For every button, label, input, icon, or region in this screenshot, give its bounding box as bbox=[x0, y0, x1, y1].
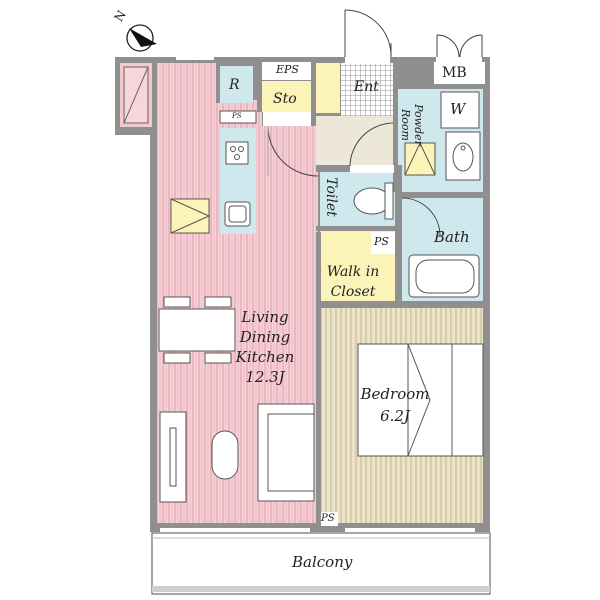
powder-room-label: Powder Room bbox=[399, 97, 425, 153]
bath-door-icon bbox=[401, 197, 441, 237]
walkin-line-2: Closet bbox=[330, 284, 376, 300]
bedroom-ps-label: PS bbox=[321, 513, 335, 524]
mb-door-icon bbox=[436, 34, 483, 58]
walkin-closet-label: Walk in Closet bbox=[320, 262, 386, 302]
powder-room-line-2: Room bbox=[399, 109, 412, 141]
powder-room-line-1: Powder bbox=[412, 104, 425, 146]
window-top-ldk bbox=[176, 56, 214, 60]
entrance-label: Ent bbox=[354, 79, 379, 95]
toilet-label: Toilet bbox=[322, 177, 339, 217]
fridge-floor bbox=[220, 66, 253, 103]
coffee-table bbox=[211, 430, 239, 480]
hall-door-icon bbox=[349, 122, 394, 167]
mb-floor bbox=[434, 62, 485, 84]
compass bbox=[126, 24, 157, 52]
mb-label: MB bbox=[442, 65, 467, 81]
bath-label: Bath bbox=[434, 228, 470, 246]
interior-doors bbox=[267, 122, 441, 237]
bedroom-line-2: 6.2J bbox=[380, 407, 410, 425]
fridge-label: R bbox=[229, 77, 240, 93]
balcony-floor bbox=[151, 532, 491, 595]
entrance-hall bbox=[316, 116, 393, 172]
storage-floor bbox=[262, 81, 311, 112]
walkin-line-1: Walk in bbox=[326, 264, 380, 280]
stove-icon bbox=[225, 141, 249, 165]
ldk-line-1: Living bbox=[241, 308, 289, 326]
eps-label: EPS bbox=[276, 63, 299, 76]
washer-label: W bbox=[450, 100, 466, 118]
ldk-storage-icon bbox=[170, 198, 210, 234]
bedroom-label: Bedroom 6.2J bbox=[355, 383, 435, 427]
balcony-window-ldk bbox=[160, 528, 310, 532]
entrance-closet bbox=[316, 63, 340, 113]
kitchen-ps-label: PS bbox=[232, 112, 242, 120]
walkin-ps-label: PS bbox=[374, 235, 389, 248]
bedroom-line-1: Bedroom bbox=[360, 385, 430, 403]
entrance-tiles bbox=[341, 63, 393, 116]
ldk-line-3: Kitchen bbox=[235, 348, 295, 366]
bathtub-icon bbox=[408, 254, 480, 298]
washer-box bbox=[440, 91, 480, 129]
ldk-line-4: 12.3J bbox=[245, 368, 285, 386]
entrance-door-icon bbox=[344, 9, 392, 58]
ldk-door-gap bbox=[263, 112, 311, 126]
ps-box-walkin bbox=[371, 232, 395, 254]
hall-door-gap bbox=[350, 165, 394, 173]
toilet-icon bbox=[353, 182, 394, 220]
ldk-label: Living Dining Kitchen 12.3J bbox=[225, 307, 305, 387]
balcony-label: Balcony bbox=[292, 553, 353, 571]
ldk-door-icon bbox=[267, 125, 319, 177]
mb-door-gap bbox=[436, 55, 482, 64]
ps-box-kitchen bbox=[220, 111, 256, 123]
ps-box-bedroom bbox=[318, 512, 338, 526]
openings bbox=[160, 55, 482, 532]
balcony-window-bed bbox=[345, 528, 475, 532]
compass-arrow-icon bbox=[129, 28, 157, 47]
dining-table bbox=[158, 308, 236, 352]
washbasin-icon bbox=[445, 131, 481, 181]
storage-label: Sto bbox=[273, 91, 297, 107]
entrance-door-gap bbox=[345, 55, 390, 64]
ldk-line-2: Dining bbox=[239, 328, 291, 346]
fixtures bbox=[123, 66, 484, 503]
kitchen-sink-icon bbox=[224, 201, 251, 227]
eps-floor bbox=[262, 62, 311, 80]
